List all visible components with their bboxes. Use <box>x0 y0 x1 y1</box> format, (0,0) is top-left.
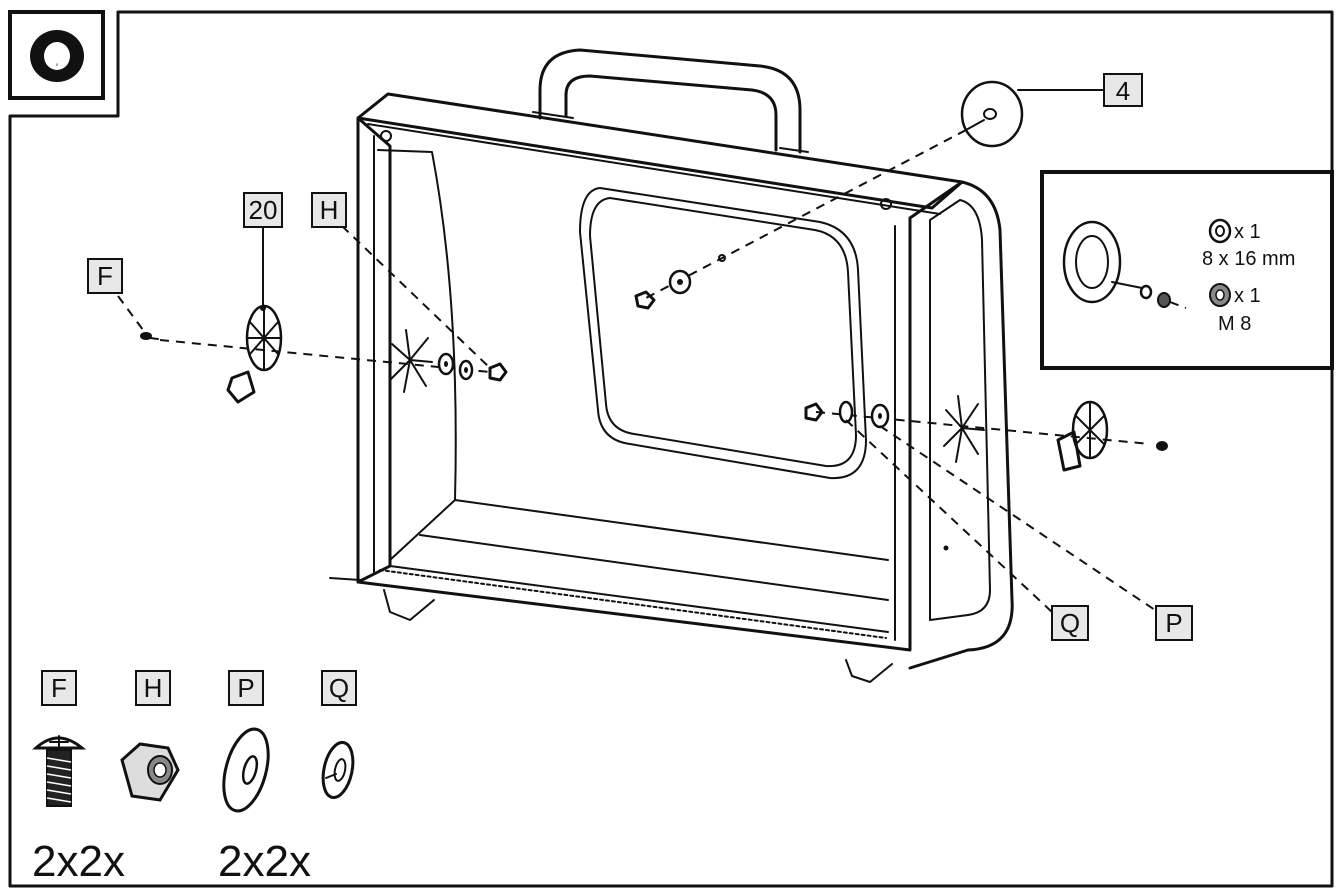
left-axis-line <box>159 339 491 373</box>
knob-part-4 <box>960 80 1024 148</box>
left-vent <box>389 329 433 393</box>
left-screw <box>140 332 159 340</box>
svg-text:x 1: x 1 <box>1234 285 1261 307</box>
callout-q: Q <box>1051 605 1089 641</box>
svg-text:F: F <box>97 261 113 291</box>
step-badge: 0 <box>30 30 84 82</box>
washer-p-icon <box>222 727 270 813</box>
right-vent <box>943 395 985 463</box>
svg-text:F: F <box>51 673 67 703</box>
svg-text:20: 20 <box>249 195 278 225</box>
step-number: 0 <box>56 62 59 67</box>
detail-box: x 1 8 x 16 mm x 1 M 8 <box>1040 170 1334 370</box>
svg-text:Q: Q <box>329 673 349 703</box>
right-washer-q <box>838 400 854 424</box>
callout-p: P <box>1155 605 1193 641</box>
svg-text:H: H <box>320 195 339 225</box>
svg-text:4: 4 <box>1116 76 1130 106</box>
svg-text:Q: Q <box>1060 608 1080 638</box>
legend-label-q: Q <box>321 670 357 706</box>
right-nut <box>804 402 824 422</box>
back-panel-window <box>579 187 867 480</box>
right-washer-p <box>870 403 890 429</box>
callout-f: F <box>87 258 123 294</box>
outer-frame <box>8 10 1334 888</box>
grill-body <box>329 48 1014 683</box>
center-nut <box>634 290 656 310</box>
legend-label-p: P <box>228 670 264 706</box>
detail-nut-icon <box>1157 292 1171 308</box>
screw-f-icon <box>32 735 87 807</box>
center-washer <box>668 269 692 295</box>
left-washer-p <box>437 352 455 376</box>
right-screw <box>1156 441 1168 451</box>
svg-text:M 8: M 8 <box>1218 313 1251 335</box>
legend-label-f: F <box>41 670 77 706</box>
svg-text:P: P <box>237 673 254 703</box>
nut-h-icon <box>120 742 180 802</box>
washer-icon <box>1208 218 1232 244</box>
callout-h: H <box>311 192 347 228</box>
detail-washer-icon <box>1139 284 1153 300</box>
left-washer-q <box>458 359 474 381</box>
nut-icon <box>1209 283 1231 307</box>
left-bracket <box>226 304 283 404</box>
callout-4: 4 <box>1103 73 1143 107</box>
svg-text:8 x 16 mm: 8 x 16 mm <box>1202 248 1295 270</box>
legend-label-h: H <box>135 670 171 706</box>
svg-text:x 1: x 1 <box>1234 221 1261 243</box>
left-nut-h <box>488 362 508 382</box>
center-axis-line <box>645 129 967 299</box>
svg-text:P: P <box>1165 608 1182 638</box>
quantity-right: 2x2x <box>218 837 311 886</box>
detail-knob <box>1062 220 1143 304</box>
hardware-legend: F H P Q <box>32 670 357 886</box>
right-bracket <box>1056 400 1109 472</box>
step-badge-frame <box>8 10 105 100</box>
callout-20: 20 <box>243 192 283 311</box>
quantity-left: 2x2x <box>32 837 125 886</box>
lock-washer-q-icon <box>321 740 355 800</box>
handle <box>538 48 802 154</box>
svg-text:H: H <box>144 673 163 703</box>
